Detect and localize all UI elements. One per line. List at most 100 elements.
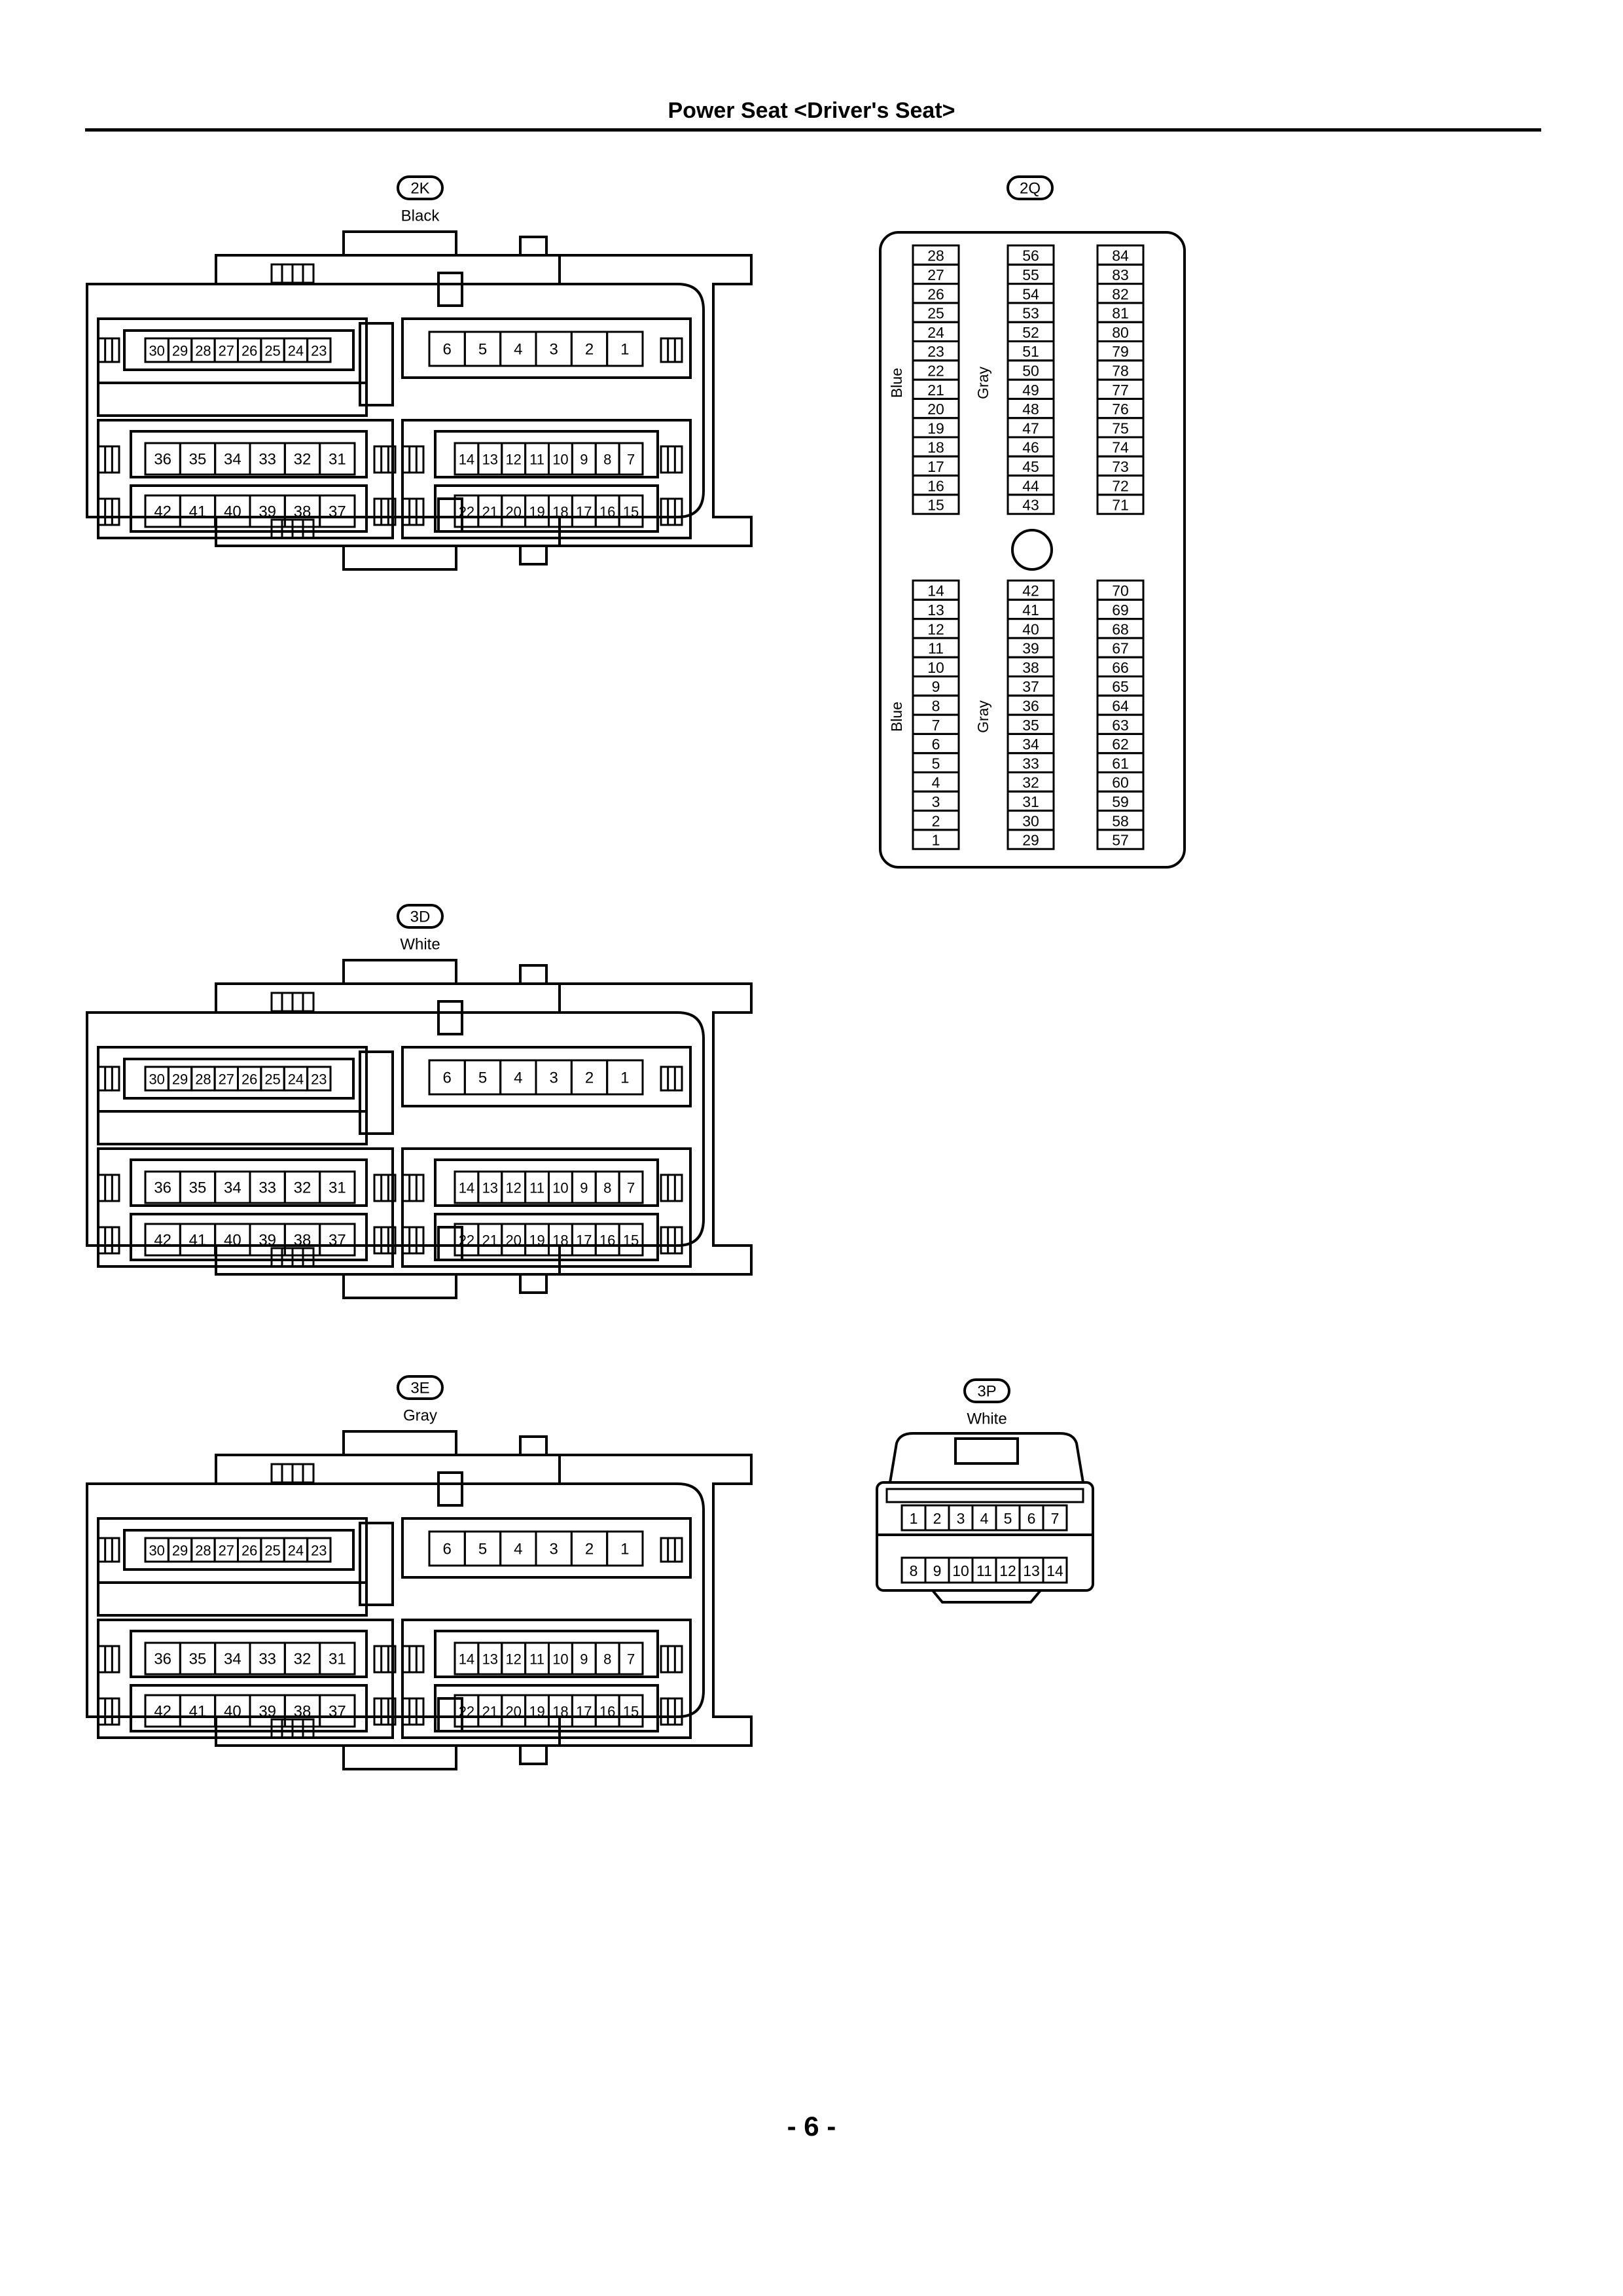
latch-rib	[373, 1226, 397, 1255]
latch-rib	[401, 1697, 425, 1726]
pin-number: 24	[288, 1543, 304, 1559]
pin-cell	[618, 1170, 644, 1204]
pin-number: 22	[459, 504, 474, 520]
cavity-frame	[401, 1147, 692, 1268]
pin-number: 24	[927, 324, 944, 341]
pin-number: 19	[529, 1704, 544, 1720]
pin-cell	[319, 1641, 356, 1676]
pin-number: 53	[1022, 305, 1039, 322]
pin-number: 14	[1046, 1562, 1063, 1579]
cavity-inner	[130, 484, 368, 533]
pin-number: 15	[927, 497, 944, 514]
pin-number: 64	[1112, 697, 1129, 714]
pin-number: 35	[1022, 717, 1039, 734]
pin-cell	[912, 829, 960, 850]
pin-number: 1	[620, 341, 629, 359]
pin-number: 67	[1112, 640, 1129, 657]
pin-number: 40	[224, 1232, 241, 1249]
pin-number: 34	[224, 1179, 241, 1197]
pin-number: 2	[585, 1541, 594, 1558]
cavity-inner	[434, 430, 659, 478]
pin-number: 13	[482, 1180, 498, 1196]
pin-number: 40	[1022, 620, 1039, 637]
housing-inner	[216, 1011, 705, 1247]
pin-number: 1	[620, 1541, 629, 1558]
lock-tab	[519, 1717, 561, 1765]
pin-number: 19	[529, 504, 544, 520]
pin-number: 6	[442, 341, 451, 359]
pin-number: 73	[1112, 458, 1129, 475]
pin-number: 30	[1022, 812, 1039, 829]
latch-rib	[97, 445, 120, 474]
pin-number: 18	[552, 504, 568, 520]
pin-number: 27	[219, 343, 234, 359]
pin-number: 66	[1112, 659, 1129, 676]
pin-number: 17	[576, 504, 592, 520]
pin-cell	[606, 1059, 644, 1096]
pin-number: 36	[154, 1651, 171, 1668]
pin-number: 14	[459, 1180, 474, 1196]
latch-rib	[660, 1226, 683, 1255]
connector-code-badge	[397, 904, 444, 929]
housing-outline	[86, 1454, 753, 1747]
latch-rib	[660, 1174, 683, 1202]
pin-number: 8	[910, 1562, 918, 1579]
pin-cell	[618, 1223, 644, 1257]
bottom-latch	[342, 545, 457, 571]
pin-cell	[912, 493, 960, 515]
pin-number: 77	[1112, 382, 1129, 399]
cavity-frame	[401, 1517, 692, 1579]
latch-rib	[660, 1537, 683, 1563]
pin-cell	[319, 1694, 356, 1728]
top-latch	[342, 1430, 457, 1456]
pin-number: 1	[932, 832, 940, 849]
pin-number: 41	[189, 1703, 207, 1721]
pin-number: 41	[189, 503, 207, 521]
cavity-frame	[401, 1046, 692, 1107]
title-rule	[85, 128, 1541, 132]
pin-number: 8	[603, 452, 611, 468]
cavity-inner	[434, 1630, 659, 1678]
cavity-frame	[97, 1110, 368, 1145]
pin-number: 40	[224, 503, 241, 521]
connector-code: 2Q	[1020, 180, 1041, 198]
pin-number: 23	[311, 1071, 327, 1088]
pin-number: 9	[580, 1180, 588, 1196]
pin-number: 13	[927, 601, 944, 619]
pin-number: 35	[189, 1179, 207, 1197]
alignment-hole	[1011, 529, 1053, 571]
pin-number: 6	[442, 1541, 451, 1558]
connector-color-label: White	[967, 1410, 1007, 1428]
connector-2q: 2Q28272625242322212019181716155655545352…	[879, 175, 1186, 869]
pin-number: 8	[603, 1180, 611, 1196]
pin-number: 37	[329, 1232, 346, 1249]
pin-number: 26	[241, 343, 257, 359]
pin-number: 4	[932, 774, 940, 791]
pin-number: 20	[927, 401, 944, 418]
latch-rib	[97, 1226, 120, 1255]
pin-number: 33	[259, 1179, 276, 1197]
pin-number: 26	[241, 1543, 257, 1559]
cavity-inner	[130, 1684, 368, 1732]
cavity-frame	[97, 1619, 394, 1739]
latch-rib	[660, 497, 683, 526]
pin-cell	[1042, 1504, 1068, 1532]
latch-rib	[401, 1645, 425, 1674]
pin-number: 72	[1112, 477, 1129, 494]
latch-rib	[97, 1066, 120, 1092]
pin-number: 24	[288, 343, 304, 359]
pin-number: 82	[1112, 285, 1129, 302]
pin-number: 31	[329, 451, 346, 469]
cavity-inner	[130, 430, 368, 478]
pin-number: 65	[1112, 678, 1129, 695]
lock-tab	[519, 1435, 561, 1484]
pin-number: 50	[1022, 362, 1039, 379]
pin-cell	[319, 1223, 356, 1257]
pin-number: 36	[154, 451, 171, 469]
key-notch	[437, 272, 463, 307]
pin-cell	[319, 494, 356, 528]
pin-cell	[1042, 1556, 1068, 1584]
